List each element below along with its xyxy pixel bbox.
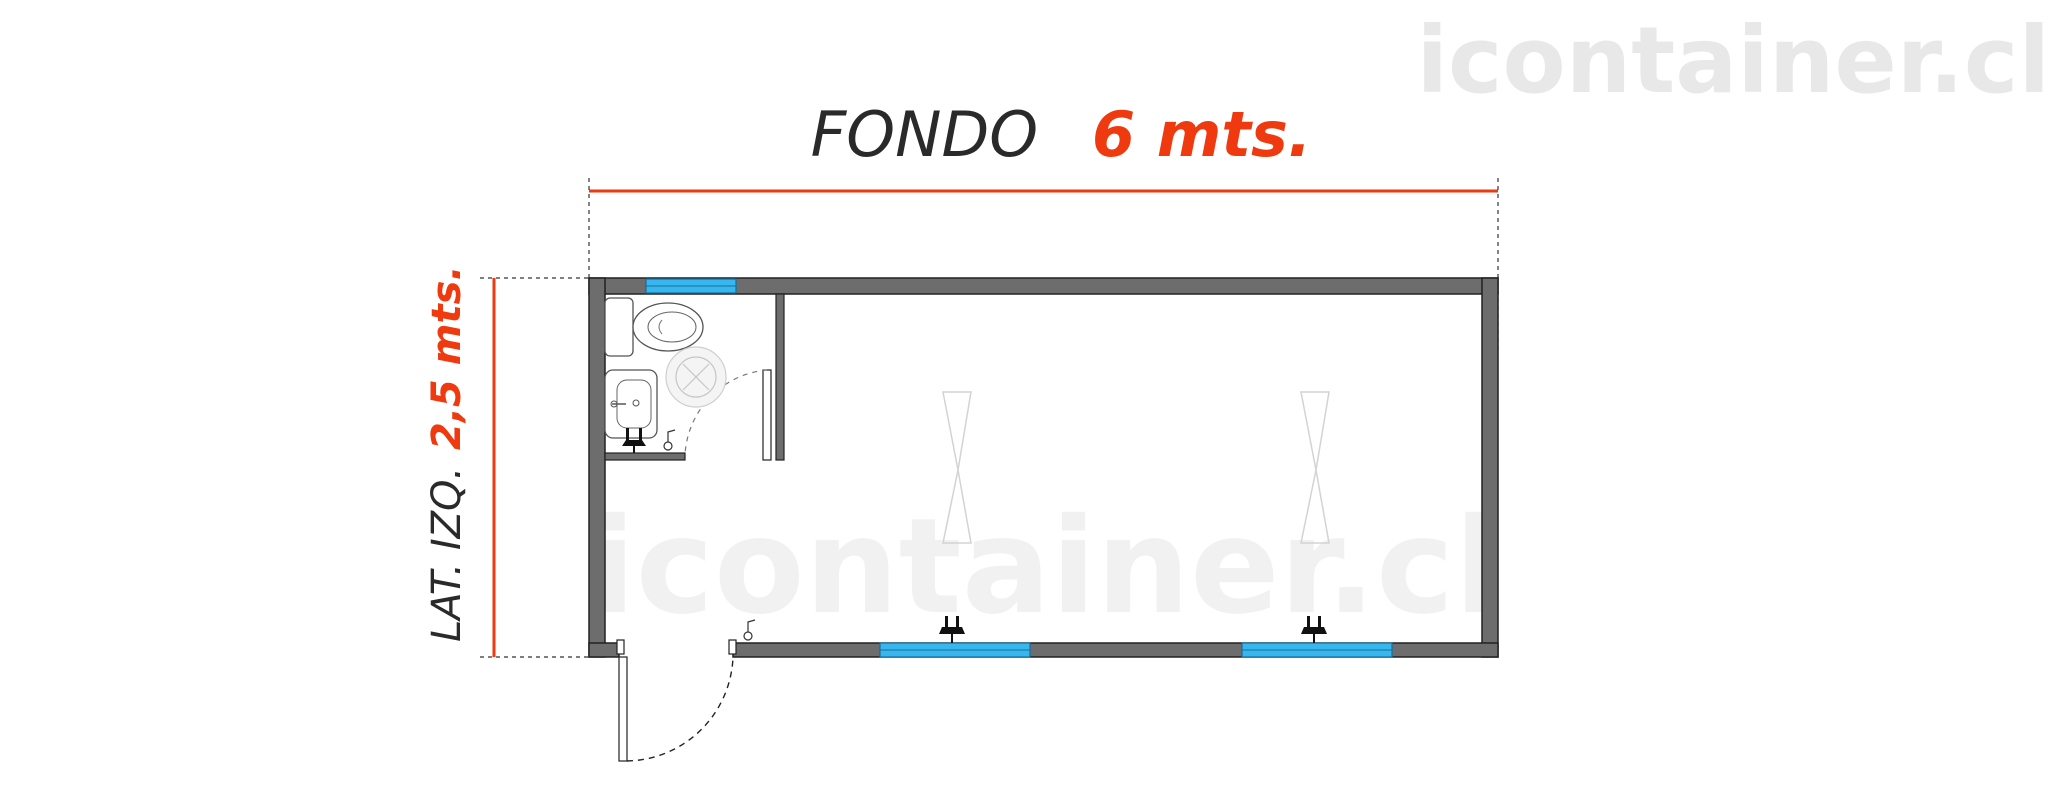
entrance-door-swing-icon [626, 656, 734, 762]
entrance-door-jamb-right [728, 639, 737, 655]
entrance-door-panel [618, 656, 628, 762]
switch-icon-entry [743, 619, 756, 641]
sink-icon [604, 369, 658, 439]
wall-bottom-left [588, 642, 620, 658]
bathroom-wall-right [775, 293, 785, 461]
width-dimension-value: 6 mts. [1092, 98, 1311, 171]
power-outlet-icon-left [939, 616, 965, 643]
entrance-door-jamb-left [616, 639, 625, 655]
bathroom-wall-bottom [604, 452, 686, 461]
ceiling-fixture-icon-left [942, 391, 972, 544]
floor-drain-icon [665, 346, 727, 408]
width-dimension-label: FONDO [811, 98, 1038, 171]
wall-right [1481, 277, 1499, 658]
bathroom-door-panel [762, 369, 772, 461]
toilet-icon [604, 297, 704, 357]
depth-dimension-label: LAT. IZQ. [424, 467, 470, 642]
light-fixture-icon-bathroom [622, 428, 646, 453]
power-outlet-icon-right [1301, 616, 1327, 643]
ceiling-fixture-icon-right [1300, 391, 1330, 544]
watermark-top: icontainer.cl [1416, 7, 2050, 114]
wall-left [588, 277, 606, 658]
switch-icon-bathroom [663, 429, 676, 451]
depth-dimension-value: 2,5 mts. [424, 265, 470, 450]
watermark-center: icontainer.cl [591, 490, 1500, 644]
